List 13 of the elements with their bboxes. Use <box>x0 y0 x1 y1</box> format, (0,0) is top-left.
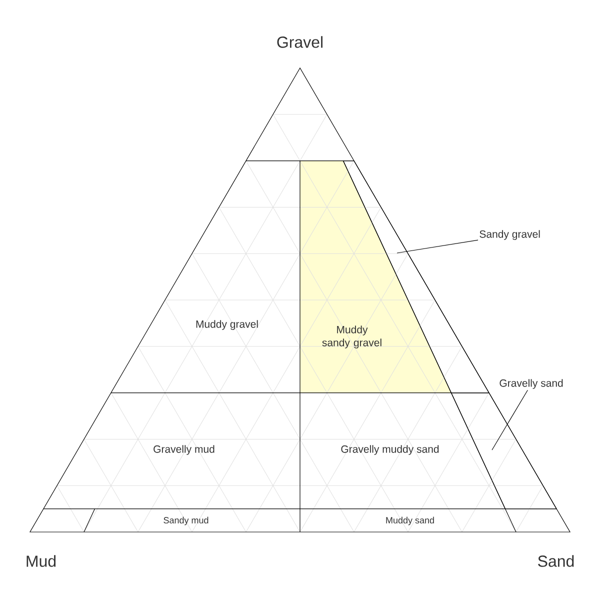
region-label: Sandy mud <box>164 516 208 526</box>
region-label: Gravelly sand <box>500 379 563 389</box>
region-label: Sandy gravel <box>480 230 540 240</box>
axis-label: Gravel <box>277 36 322 48</box>
region-label: Muddy sandy gravel <box>322 326 382 348</box>
region-label: Gravelly muddy sand <box>341 445 439 455</box>
leader-line <box>492 390 528 450</box>
axis-label: Sand <box>538 555 574 567</box>
region-label: Gravelly mud <box>154 445 214 455</box>
region-label: Muddy gravel <box>196 320 258 330</box>
axis-label: Mud <box>26 555 56 567</box>
leader-line <box>396 240 478 254</box>
region-label: Muddy sand <box>386 516 434 526</box>
